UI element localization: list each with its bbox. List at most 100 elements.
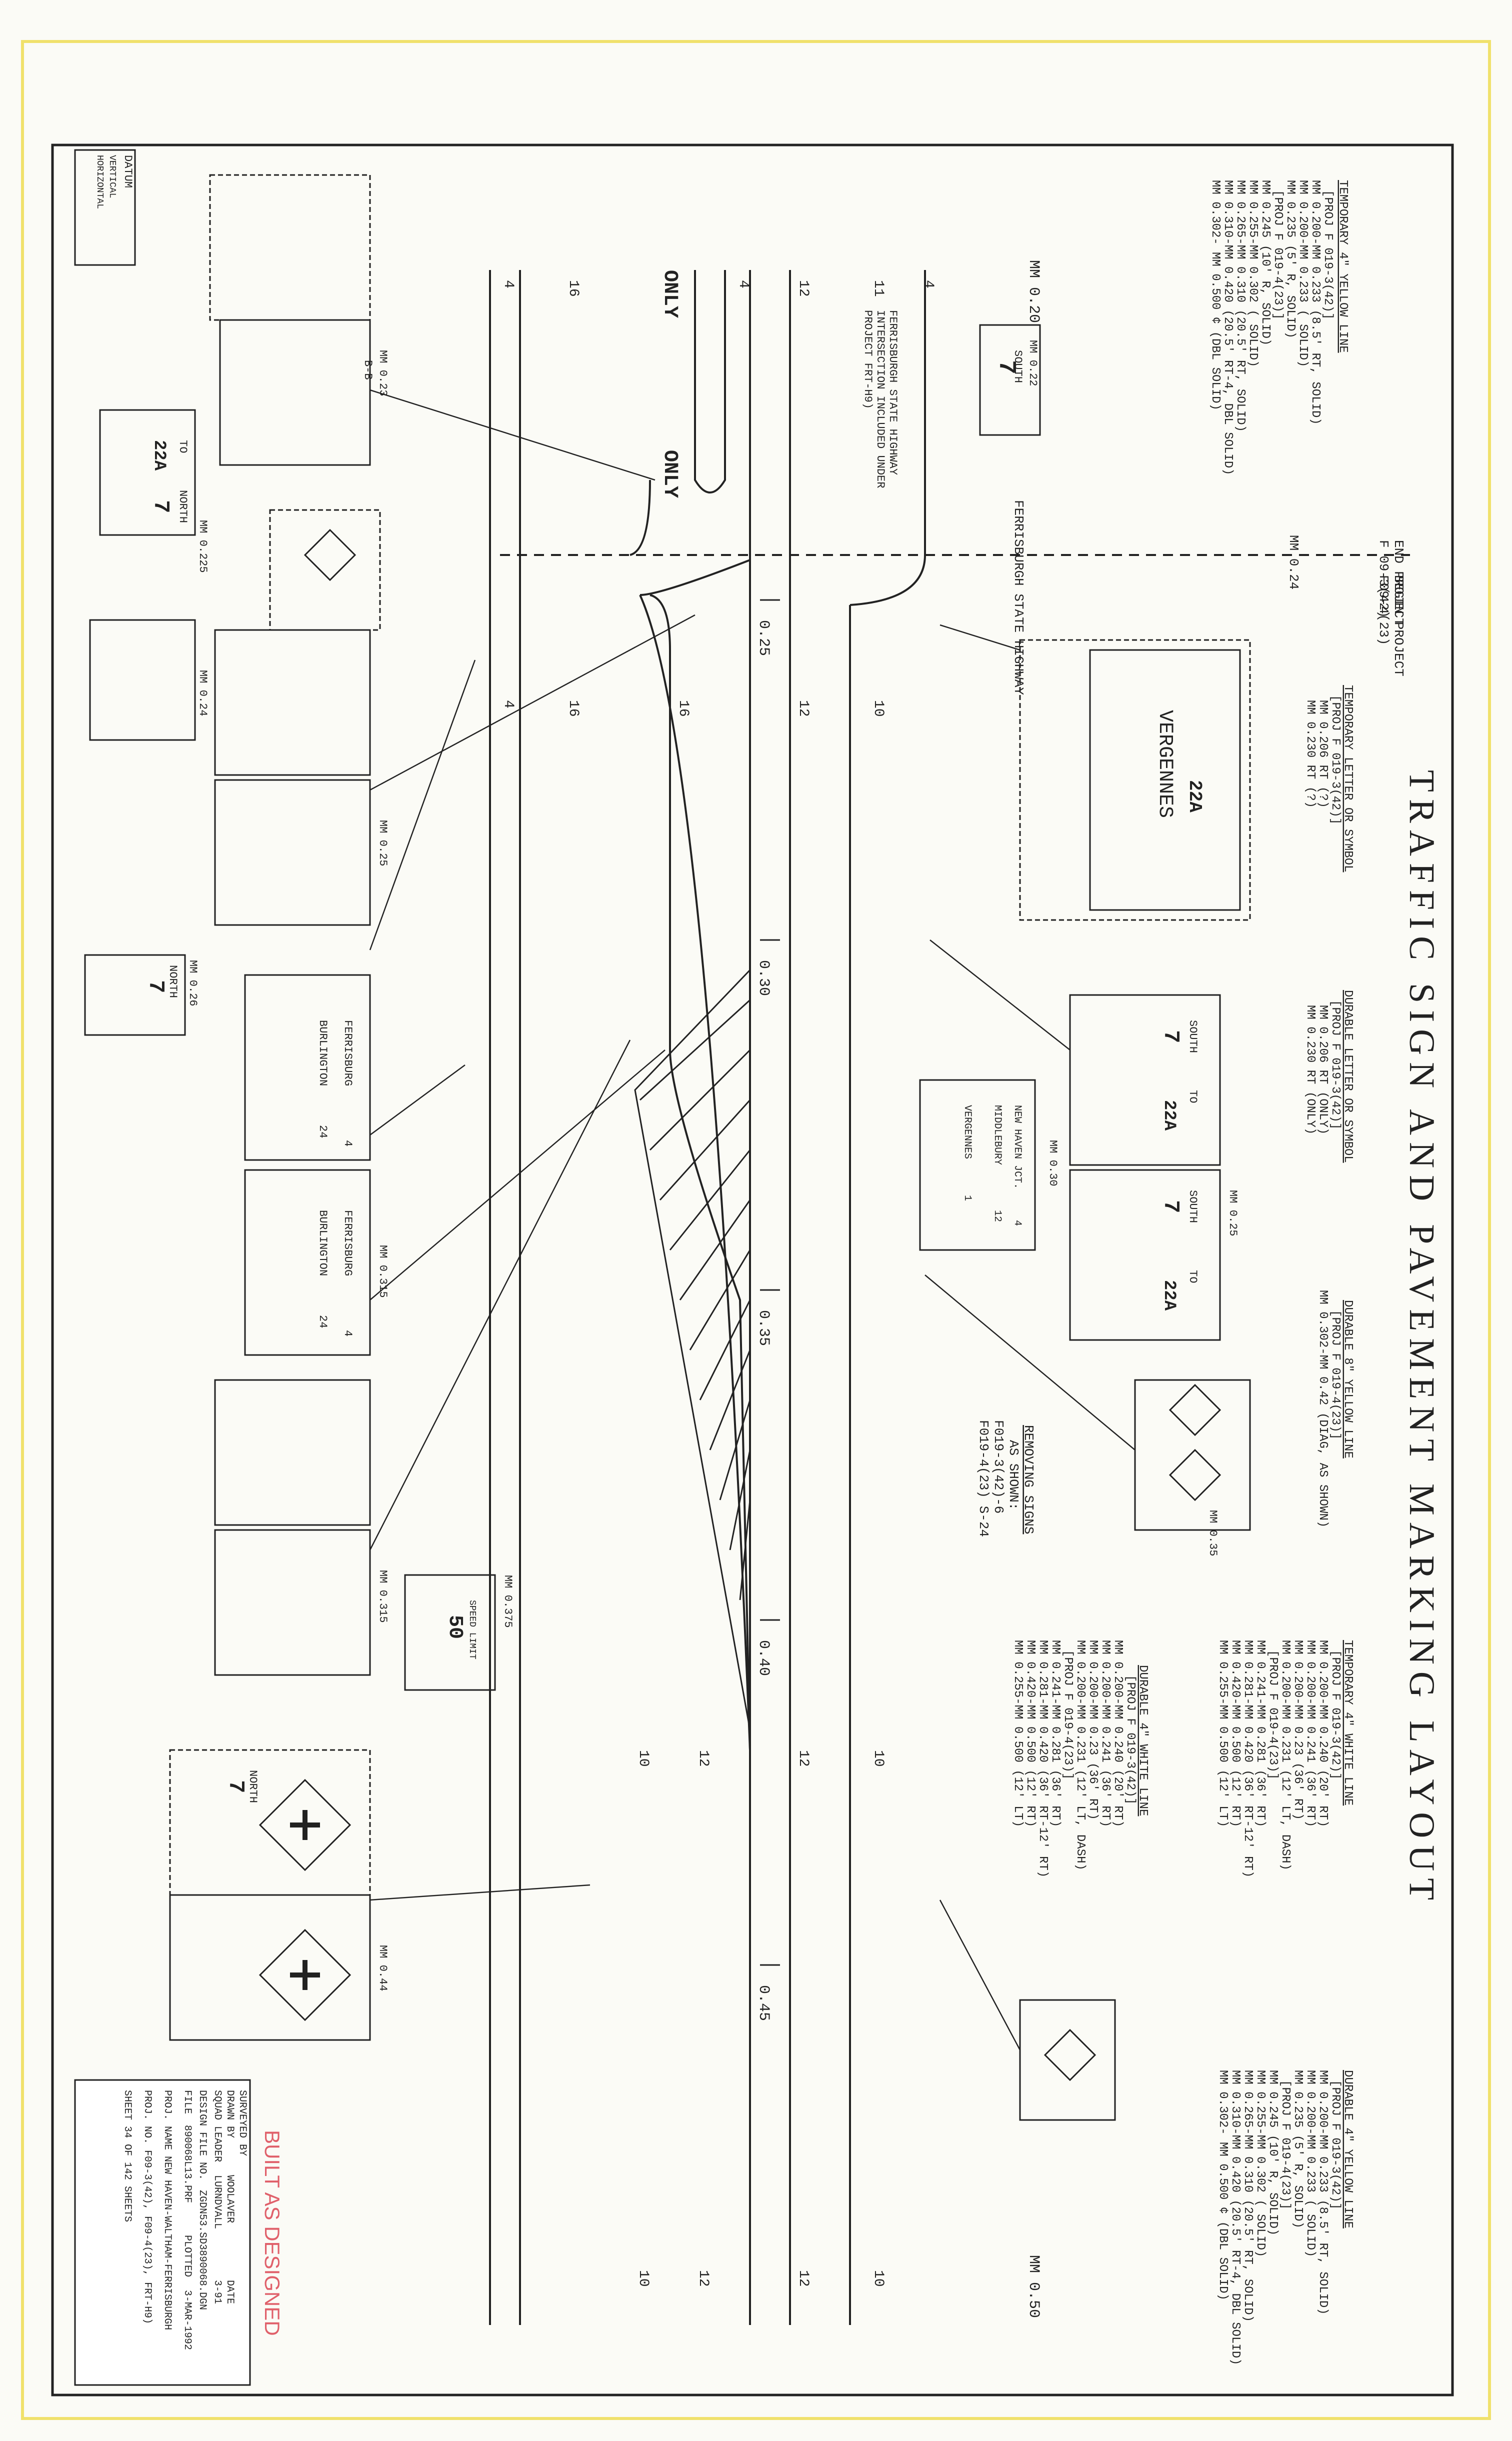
plan-text: 22A — [1160, 1100, 1178, 1131]
plan-text: MM 0.200-MM 0.231 (12' LT, DASH) — [1074, 1640, 1087, 1870]
plan-text: 4 — [1012, 1220, 1023, 1226]
plan-text: MM 0.200-MM 0.240 (20' RT) — [1316, 1640, 1330, 1827]
plan-text: DURABLE 4" WHITE LINE — [1136, 1665, 1150, 1816]
station-040: 0.40 — [755, 1640, 772, 1676]
yellow-sheet-border — [21, 40, 1491, 2420]
plan-text: TO — [1186, 1090, 1199, 1103]
plan-text: [PROJ F 019-3(42)] — [1328, 2080, 1342, 2210]
plan-text: PROJ. NO. F09-3(42), F09-4(23), FRT-H9) — [142, 2090, 153, 2324]
plan-text: SOUTH — [1186, 1020, 1199, 1053]
plan-text: 4 — [342, 1140, 354, 1146]
plan-text: MIDDLEBURY — [992, 1105, 1003, 1165]
plan-text: TEMPORARY 4" WHITE LINE — [1341, 1640, 1354, 1806]
warning-signs — [258, 528, 1222, 2082]
plan-text: REMOVING SIGNS — [1021, 1425, 1036, 1534]
ferrisburgh-hwy-label: FERRISBURGH STATE HIGHWAY — [1011, 500, 1026, 695]
plan-text: MM 0.206 RT (ONLY) — [1316, 1005, 1330, 1134]
plan-text: HORIZONTAL — [94, 155, 104, 209]
end-project-number: F 09-3(42) — [1376, 540, 1391, 618]
leader-lines — [369, 389, 1136, 2050]
plan-text: MM 0.206 RT (?) — [1316, 700, 1330, 808]
plan-text: [PROJ F 019-4(23)] — [1061, 1650, 1074, 1780]
durable-8-yellow-note: DURABLE 8" YELLOW LINE [PROJ F 019-4(23)… — [1316, 1290, 1354, 1528]
plan-text: [PROJ F 019-3(42)] — [1328, 1650, 1342, 1780]
plan-text: 10 — [636, 2270, 651, 2287]
plan-text: MM 0.375 — [502, 1575, 514, 1628]
station-030: 0.30 — [755, 960, 772, 996]
plan-text: INTERSECTION INCLUDED UNDER — [874, 310, 886, 488]
plan-text: 10 — [870, 1750, 886, 1767]
plan-text: 10 — [870, 700, 886, 717]
plan-text: TEMPORARY LETTER OR SYMBOL — [1341, 685, 1354, 872]
plus-symbols — [290, 1810, 320, 1990]
plan-text: 12 — [696, 2270, 711, 2287]
plan-text: MM 0.315 — [376, 1570, 389, 1623]
plan-text: MM 0.281-MM 0.420 (36' RT-12' RT) — [1241, 1640, 1254, 1878]
plan-text: TO — [1186, 1270, 1199, 1283]
plan-text: [PROJ F 019-4(23)] — [1278, 2080, 1292, 2210]
plan-text: SOUTH — [1186, 1190, 1199, 1223]
plan-text: 4 — [500, 280, 516, 288]
plan-text: DATE — [224, 2280, 236, 2304]
begin-project-number: F09-4(23) — [1376, 575, 1391, 645]
plan-text: 16 — [566, 700, 581, 717]
plan-text: 12 — [992, 1210, 1003, 1222]
plan-text: MM 0.25 — [1226, 1190, 1239, 1236]
plan-text: MM 0.420-MM 0.500 (12' RT) — [1228, 1640, 1242, 1827]
plan-text: FERRISBURG — [342, 1020, 354, 1086]
removing-signs-note: REMOVING SIGNS AS SHOWN: F019-3(42)-6 F0… — [976, 1420, 1036, 1537]
plan-text: SHEET 34 OF 142 SHEETS — [122, 2090, 133, 2222]
plan-text: [PROJ F 019-3(42)] — [1328, 1000, 1342, 1130]
plan-text: FILE — [182, 2090, 193, 2114]
plan-text: MM 0.310-MM 0.420 (20.5' RT-4, DBL SOLID… — [1228, 2070, 1242, 2366]
plan-text: MM 0.200-MM 0.233 ( SOLID) — [1304, 2070, 1317, 2257]
station-045: 0.45 — [755, 1985, 772, 2021]
plan-text: 12 — [696, 1750, 711, 1767]
plan-text: MM 0.281-MM 0.420 (36' RT-12' RT) — [1036, 1640, 1050, 1878]
plan-text: 24 — [316, 1125, 329, 1138]
plan-text: SOUTH — [1012, 350, 1024, 383]
plan-text: MM 0.200-MM 0.233 (8.5' RT, SOLID) — [1308, 180, 1322, 425]
plan-text: MM 0.255-MM 0.500 (12' LT) — [1011, 1640, 1024, 1827]
sheet-title: TRAFFIC SIGN AND PAVEMENT MARKING LAYOUT — [1402, 770, 1442, 1907]
plan-text: MM 0.255-MM 0.302 ( SOLID) — [1254, 2070, 1267, 2257]
temp-white-note: TEMPORARY 4" WHITE LINE [PROJ F 019-3(42… — [1216, 1640, 1354, 1878]
end-project-label: END PROJECT — [1391, 540, 1406, 626]
sign-groups — [84, 174, 1251, 2121]
plan-text: MM 0.310-MM 0.420 (20.5' RT-4, DBL SOLID… — [1221, 180, 1234, 476]
plan-text: 10 — [636, 1750, 651, 1767]
plan-text: MM 0.200-MM 0.241 (36' RT) — [1098, 1640, 1112, 1827]
sign-texts: MM 0.22 SOUTH 7 MM 0.23 B-B MM 0.225 TO … — [143, 340, 1239, 1991]
plan-text: MM 0.302-MM 0.42 (DIAG, AS SHOWN) — [1316, 1290, 1330, 1528]
only-marking-1: ONLY — [658, 270, 681, 318]
plan-text: BURLINGTON — [316, 1210, 329, 1276]
plan-text: DURABLE 8" YELLOW LINE — [1341, 1300, 1354, 1458]
plan-text: 12 — [796, 1750, 811, 1767]
plan-text: 22A — [1184, 780, 1205, 812]
plan-text: 4 — [736, 280, 751, 288]
durable-white-note: DURABLE 4" WHITE LINE [PROJ F 019-3(42)]… — [1011, 1640, 1150, 1878]
plan-text: NEW HAVEN JCT. — [1012, 1105, 1023, 1189]
plan-text: MM 0.23 — [376, 350, 389, 396]
plan-text: 16 — [676, 700, 691, 717]
plan-text: MM 0.230 RT (?) — [1304, 700, 1317, 808]
plan-text: MM 0.30 — [1046, 1140, 1059, 1186]
plan-text: 12 — [796, 2270, 811, 2287]
only-marking-2: ONLY — [658, 450, 681, 498]
station-035: 0.35 — [755, 1310, 772, 1346]
plan-text: 4 — [920, 280, 936, 288]
plan-text: 10 — [870, 2270, 886, 2287]
plan-text: 12 — [796, 700, 811, 717]
plan-text: MM 0.200-MM 0.240 (20' RT) — [1111, 1640, 1124, 1827]
plan-text: MM 0.245 (10' R, SOLID) — [1266, 2070, 1280, 2236]
plan-text: MM 0.200-MM 0.231 (12' LT, DASH) — [1278, 1640, 1292, 1870]
plan-text: SQUAD LEADER — [212, 2090, 223, 2162]
gore-hatch — [634, 968, 751, 1730]
plan-text: 50 — [444, 1615, 466, 1639]
plan-text: MM 0.25 — [376, 820, 389, 866]
plan-text: WOOLAVER — [224, 2175, 236, 2223]
datum-box: DATUM VERTICAL HORIZONTAL — [74, 149, 136, 266]
plan-text: 11 — [870, 280, 886, 297]
plan-text: MM 0.302- MM 0.500 ¢ (DBL SOLID) — [1208, 180, 1222, 410]
